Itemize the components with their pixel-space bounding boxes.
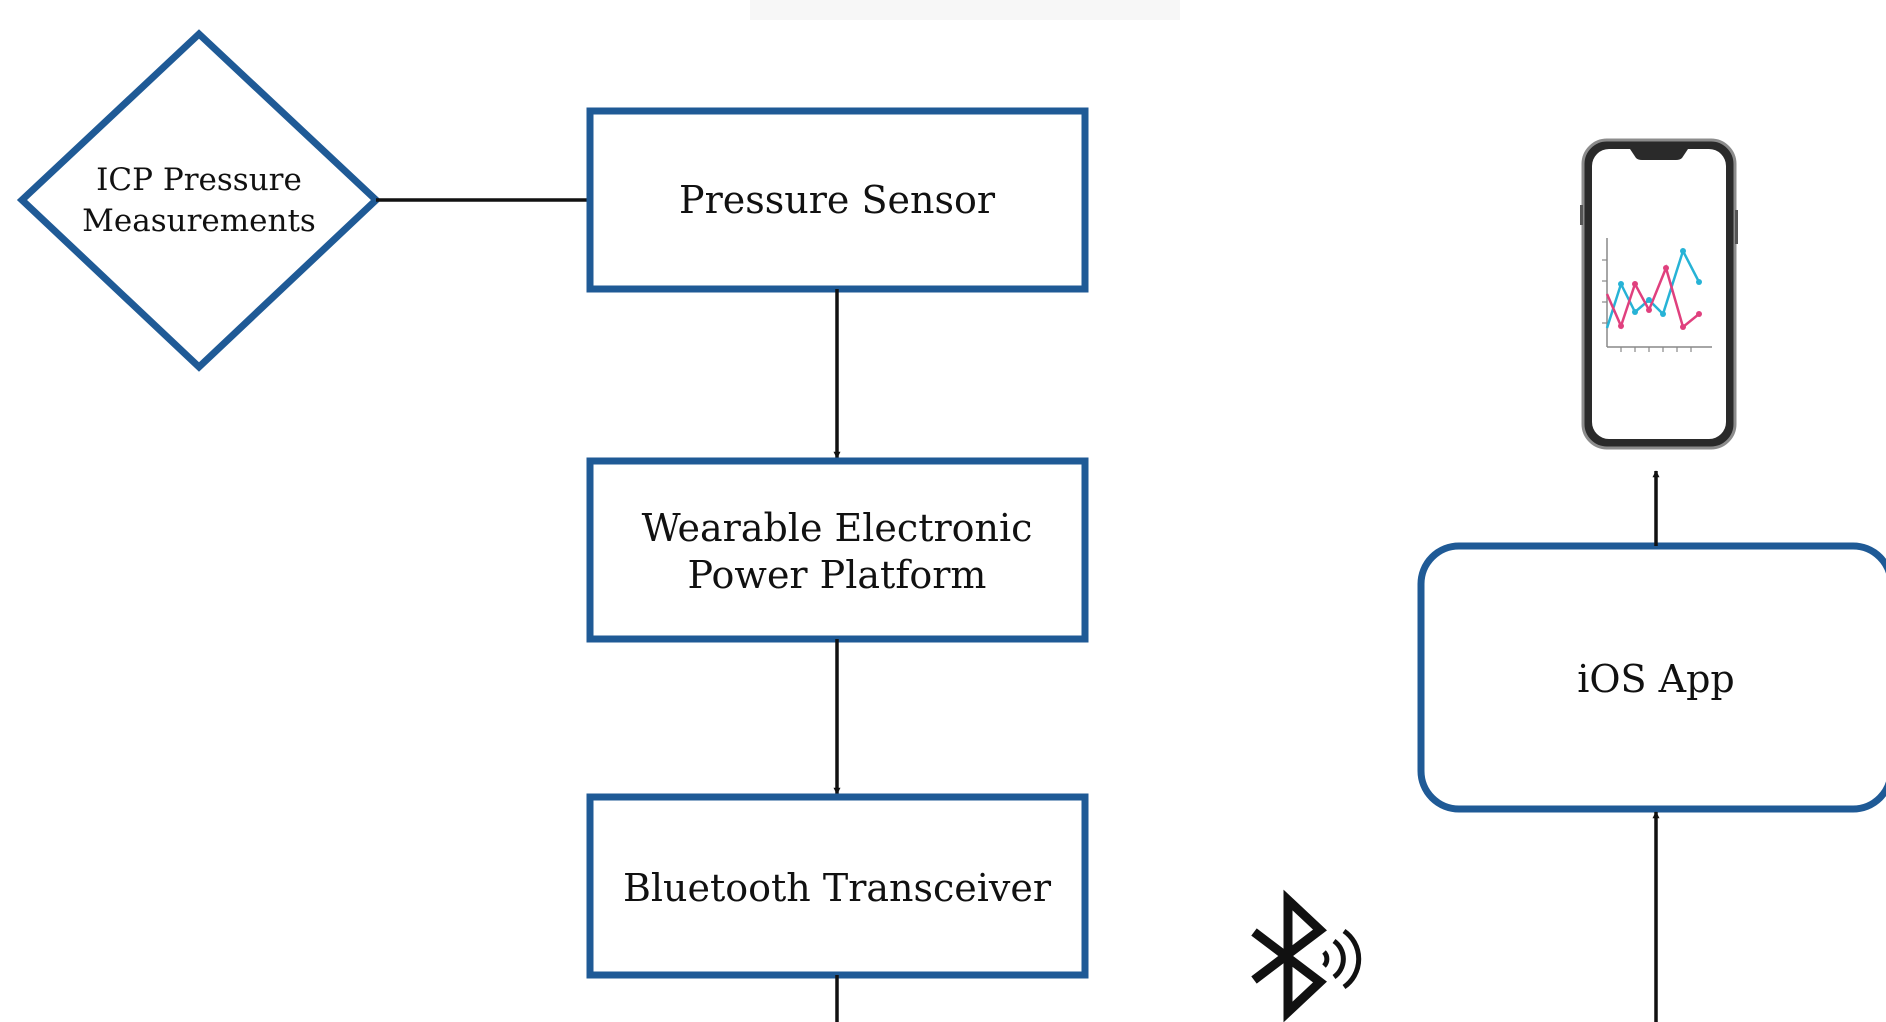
power-platform-label-line2: Power Platform: [688, 553, 987, 597]
pressure-sensor-node: Pressure Sensor: [586, 107, 1089, 293]
icp-label-line2: Measurements: [82, 203, 316, 239]
power-platform-label-line1: Wearable Electronic: [642, 506, 1033, 550]
icp-label-line1: ICP Pressure: [96, 162, 302, 198]
power-platform-box: [586, 457, 1089, 643]
bluetooth-transceiver-label: Bluetooth Transceiver: [623, 866, 1052, 910]
icp-pressure-node: ICP Pressure Measurements: [16, 29, 382, 372]
top-fragment: [750, 0, 1180, 20]
line-chart-icon: [1602, 238, 1712, 352]
smartphone-icon: [1580, 138, 1738, 450]
icp-diamond-shape: [16, 29, 382, 372]
bluetooth-wireless-icon: [1251, 889, 1362, 1022]
ios-app-label: iOS App: [1577, 657, 1735, 701]
pressure-sensor-label: Pressure Sensor: [679, 178, 996, 222]
power-platform-node: Wearable Electronic Power Platform: [586, 457, 1089, 643]
bluetooth-transceiver-node: Bluetooth Transceiver: [586, 793, 1089, 979]
ios-app-node: iOS App: [1417, 542, 1886, 813]
bluetooth-transceiver-box: [586, 793, 1089, 979]
